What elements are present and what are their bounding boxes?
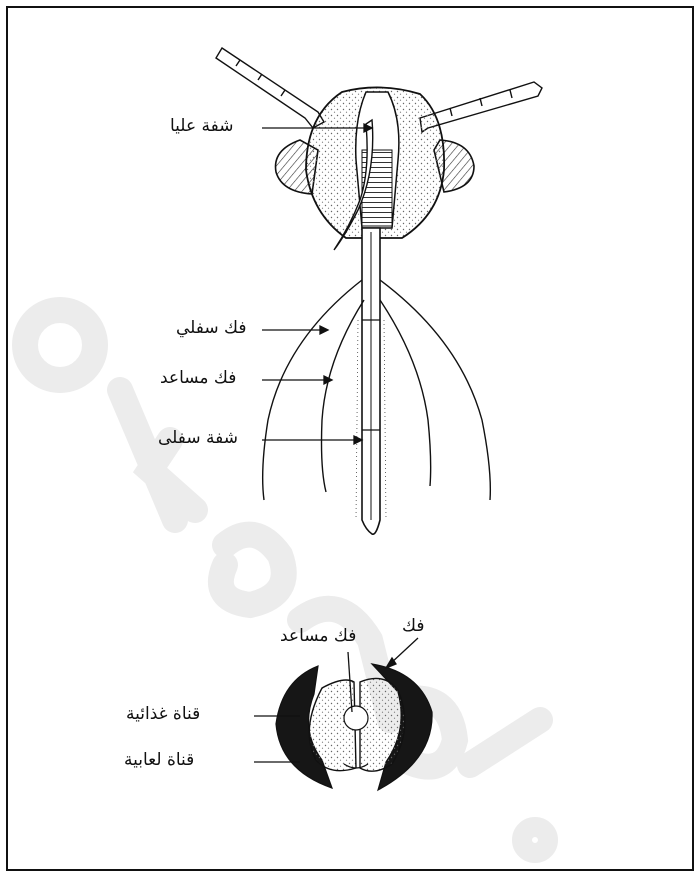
label-food-canal: قناة غذائية xyxy=(126,706,200,723)
label-mandible-lower: فك xyxy=(402,618,424,635)
label-mandible-upper: فك سفلي xyxy=(176,320,247,337)
label-maxilla-upper: فك مساعد xyxy=(160,370,236,387)
proboscis xyxy=(356,228,386,534)
mandible-stylet-left xyxy=(263,280,362,500)
label-salivary-canal: قناة لعابية xyxy=(124,752,194,769)
mandible-stylet-right xyxy=(380,280,490,500)
label-upper-lip: شفة عليا xyxy=(170,118,233,135)
label-maxilla-lower: فك مساعد xyxy=(280,628,356,645)
label-lower-lip: شفة سفلى xyxy=(158,430,238,447)
food-canal-lumen xyxy=(344,706,368,730)
cross-section xyxy=(276,664,432,790)
maxilla-stylet-right xyxy=(380,300,431,486)
